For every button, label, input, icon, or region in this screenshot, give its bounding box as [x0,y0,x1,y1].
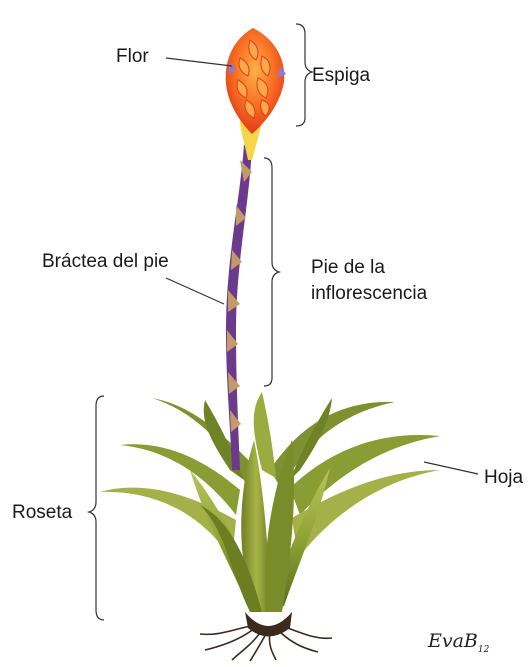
label-pie-line1: Pie de la [311,256,385,279]
bractea-leader-line [166,278,224,304]
label-pie-line2: inflorescencia [311,282,427,305]
label-flor: Flor [116,45,149,68]
hoja-leader-line [424,462,478,474]
signature-year: 12 [478,645,489,655]
espiga-brace [296,24,312,126]
label-hoja: Hoja [484,466,523,489]
pie-brace [264,158,279,386]
label-espiga: Espiga [312,64,370,87]
roseta-brace [89,396,104,620]
signature-name: EvaB [428,630,478,652]
inflorescence-stalk [226,145,252,470]
label-roseta: Roseta [12,501,72,524]
flor-leader-line [166,58,232,66]
flower-spike [226,28,286,160]
root-base [245,612,292,637]
artist-signature: EvaB12 [428,630,489,655]
label-bractea-del-pie: Bráctea del pie [42,250,169,273]
